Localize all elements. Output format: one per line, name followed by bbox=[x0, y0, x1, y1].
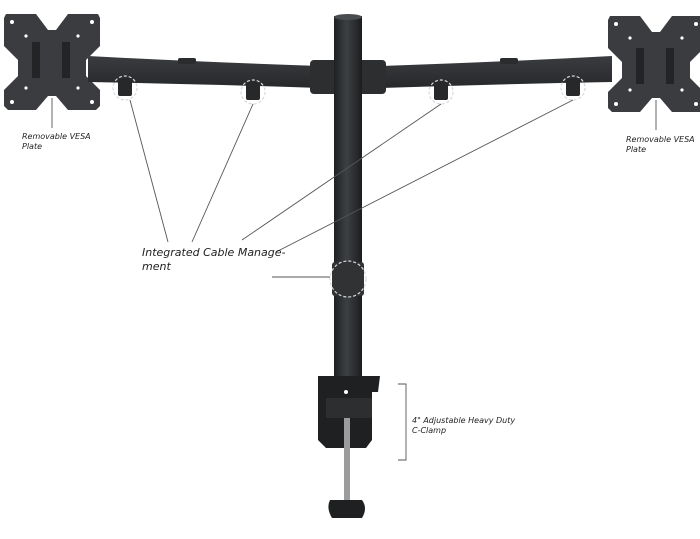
label-c-clamp-line2: C-Clamp bbox=[412, 426, 447, 435]
label-vesa-left-line1: Removable VESA bbox=[22, 132, 91, 141]
label-c-clamp: 4" Adjustable Heavy Duty C-Clamp bbox=[412, 416, 515, 436]
c-clamp bbox=[318, 376, 380, 518]
arm-left bbox=[88, 56, 320, 100]
label-cable-management: Integrated Cable Manage- ment bbox=[142, 246, 286, 274]
label-vesa-right-line1: Removable VESA bbox=[626, 135, 695, 144]
cable-clip-highlights bbox=[112, 75, 586, 298]
label-vesa-left: Removable VESA Plate bbox=[22, 132, 91, 152]
callout-lines bbox=[51, 98, 657, 461]
label-vesa-left-line2: Plate bbox=[22, 142, 43, 151]
center-pole bbox=[310, 14, 386, 376]
label-cable-management-line2: ment bbox=[142, 259, 171, 273]
vesa-plate-right bbox=[608, 16, 700, 112]
label-cable-management-line1: Integrated Cable Manage- bbox=[142, 246, 286, 259]
label-c-clamp-line1: 4" Adjustable Heavy Duty bbox=[412, 416, 516, 425]
vesa-plate-left bbox=[4, 14, 100, 110]
label-vesa-right: Removable VESA Plate bbox=[626, 135, 695, 155]
label-vesa-right-line2: Plate bbox=[626, 145, 647, 154]
arm-right bbox=[380, 56, 612, 100]
